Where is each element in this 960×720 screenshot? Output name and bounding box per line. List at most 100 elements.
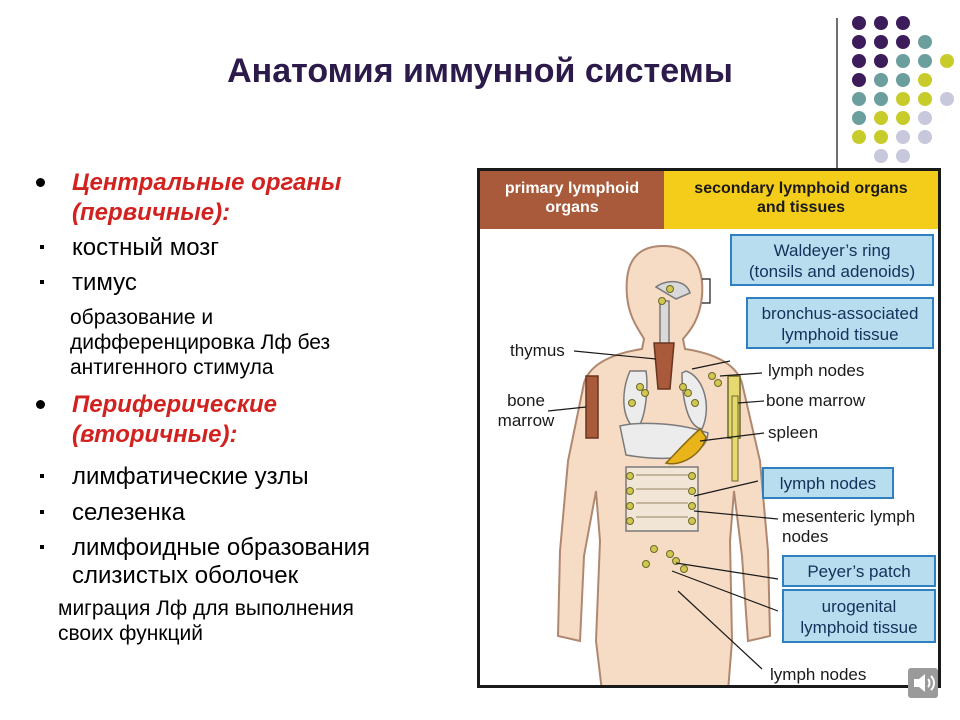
- item-malt: лимфоидные образования слизистых оболоче…: [72, 534, 370, 590]
- decor-dot: [918, 35, 932, 49]
- decor-dot: [852, 16, 866, 30]
- decor-dot: [940, 54, 954, 68]
- human-body-silhouette: [556, 244, 772, 685]
- decor-dot: [918, 130, 932, 144]
- decor-dot: [874, 149, 888, 163]
- decor-dot: [896, 92, 910, 106]
- bullet-square-icon: [40, 245, 44, 249]
- note-peripheral-line1: миграция Лф для выполнения: [58, 597, 354, 620]
- bullet-square-icon: [40, 510, 44, 514]
- decor-dot: [874, 54, 888, 68]
- balt-line1: bronchus-associated: [761, 304, 919, 323]
- central-heading: Центральные органы (первичные):: [72, 168, 341, 228]
- decor-vertical-line: [836, 18, 838, 168]
- speaker-icon[interactable]: [908, 668, 938, 698]
- item-bone-marrow: костный мозг: [72, 234, 220, 261]
- box-waldeyer-ring: Waldeyer’s ring (tonsils and adenoids): [730, 234, 934, 286]
- peripheral-heading: Периферические (вторичные):: [72, 390, 277, 450]
- waldeyer-line2: (tonsils and adenoids): [748, 262, 916, 281]
- intestine-folds: [636, 474, 688, 518]
- bone-marrow-left-line1: bone: [507, 391, 545, 410]
- body-figure: [547, 244, 779, 685]
- mesenteric-line2: nodes: [782, 527, 829, 546]
- slide-title: Анатомия иммунной системы: [227, 52, 733, 90]
- mesenteric-line1: mesenteric lymph: [782, 507, 916, 526]
- header-primary-line1: primary lymphoid: [504, 180, 640, 197]
- decor-dot: [852, 111, 866, 125]
- lymph-node-dots: [626, 285, 722, 573]
- decor-dot: [896, 111, 910, 125]
- urogenital-line1: urogenital: [821, 597, 897, 616]
- header-secondary-line2: and tissues: [756, 199, 846, 216]
- header-secondary-label: secondary lymphoid organs and tissues: [664, 179, 938, 217]
- bullet-dot-icon: [36, 400, 45, 409]
- peripheral-heading-line2: (вторичные):: [72, 421, 238, 448]
- decor-dot: [918, 54, 932, 68]
- decor-dot: [852, 54, 866, 68]
- leader-lines: [547, 278, 779, 670]
- bone-marrow-left-line2: marrow: [497, 411, 555, 430]
- header-primary-label: primary lymphoid organs: [480, 179, 664, 217]
- urogenital-line2: lymphoid tissue: [800, 618, 918, 637]
- waldeyer-line1: Waldeyer’s ring: [773, 241, 891, 260]
- bullet-dot-icon: [36, 178, 45, 187]
- note-central-line3: антигенного стимула: [70, 356, 274, 379]
- item-thymus: тимус: [72, 269, 137, 296]
- decor-dot: [896, 54, 910, 68]
- label-lymph-nodes-lower: lymph nodes: [770, 665, 867, 684]
- decor-dot: [896, 35, 910, 49]
- label-spleen: spleen: [768, 423, 819, 442]
- decor-dot: [874, 16, 888, 30]
- intestines-shape: [625, 466, 699, 532]
- decor-dot: [852, 92, 866, 106]
- central-heading-line1: Центральные органы: [72, 169, 342, 196]
- box-peyers-patch: Peyer’s patch: [782, 555, 936, 587]
- decor-dot: [896, 73, 910, 87]
- decor-dot: [918, 92, 932, 106]
- decor-dot: [896, 149, 910, 163]
- label-bone-marrow-right: bone marrow: [766, 391, 866, 410]
- item-spleen: селезенка: [72, 499, 186, 526]
- right-forearm-bone: [731, 395, 739, 482]
- bullet-square-icon: [40, 545, 44, 549]
- decor-dot: [918, 73, 932, 87]
- note-peripheral: миграция Лф для выполнения своих функций: [58, 596, 354, 646]
- decor-dot: [874, 130, 888, 144]
- decor-dot: [874, 111, 888, 125]
- box-urogenital: urogenital lymphoid tissue: [782, 589, 936, 643]
- spleen-organ: [664, 427, 707, 465]
- header-secondary-line1: secondary lymphoid organs: [694, 180, 908, 197]
- box-balt: bronchus-associated lymphoid tissue: [746, 297, 934, 349]
- balt-line2: lymphoid tissue: [781, 325, 899, 344]
- decor-dot: [918, 111, 932, 125]
- decor-dot: [940, 92, 954, 106]
- header-secondary: [664, 171, 938, 229]
- bullet-square-icon: [40, 280, 44, 284]
- thymus-organ: [653, 342, 675, 390]
- lymphoid-organs-diagram: primary lymphoid organs secondary lympho…: [477, 168, 941, 688]
- central-heading-line2: (первичные):: [72, 199, 231, 226]
- left-humerus-bone: [585, 375, 599, 439]
- decor-dot: [874, 92, 888, 106]
- label-mesenteric-nodes: mesenteric lymph nodes: [782, 507, 915, 547]
- decor-dot: [896, 16, 910, 30]
- peripheral-heading-line1: Периферические: [72, 391, 277, 418]
- header-primary: [480, 171, 664, 229]
- label-bone-marrow-left: bone marrow: [496, 391, 556, 431]
- decor-dot: [874, 35, 888, 49]
- note-central: образование и дифференцировка Лф без ант…: [70, 305, 330, 380]
- decor-dot: [852, 130, 866, 144]
- bullet-square-icon: [40, 474, 44, 478]
- item-lymph-nodes: лимфатические узлы: [72, 463, 309, 490]
- note-central-line1: образование и: [70, 306, 214, 329]
- header-primary-line2: organs: [545, 199, 599, 216]
- decor-dot: [852, 35, 866, 49]
- decor-dot: [874, 73, 888, 87]
- speaker-glyph-icon: [914, 674, 935, 692]
- decor-dot-grid: [852, 16, 954, 163]
- item-malt-line2: слизистых оболочек: [72, 562, 299, 589]
- label-lymph-nodes-upper: lymph nodes: [768, 361, 865, 380]
- note-peripheral-line2: своих функций: [58, 622, 203, 645]
- item-malt-line1: лимфоидные образования: [72, 534, 371, 561]
- note-central-line2: дифференцировка Лф без: [70, 331, 331, 354]
